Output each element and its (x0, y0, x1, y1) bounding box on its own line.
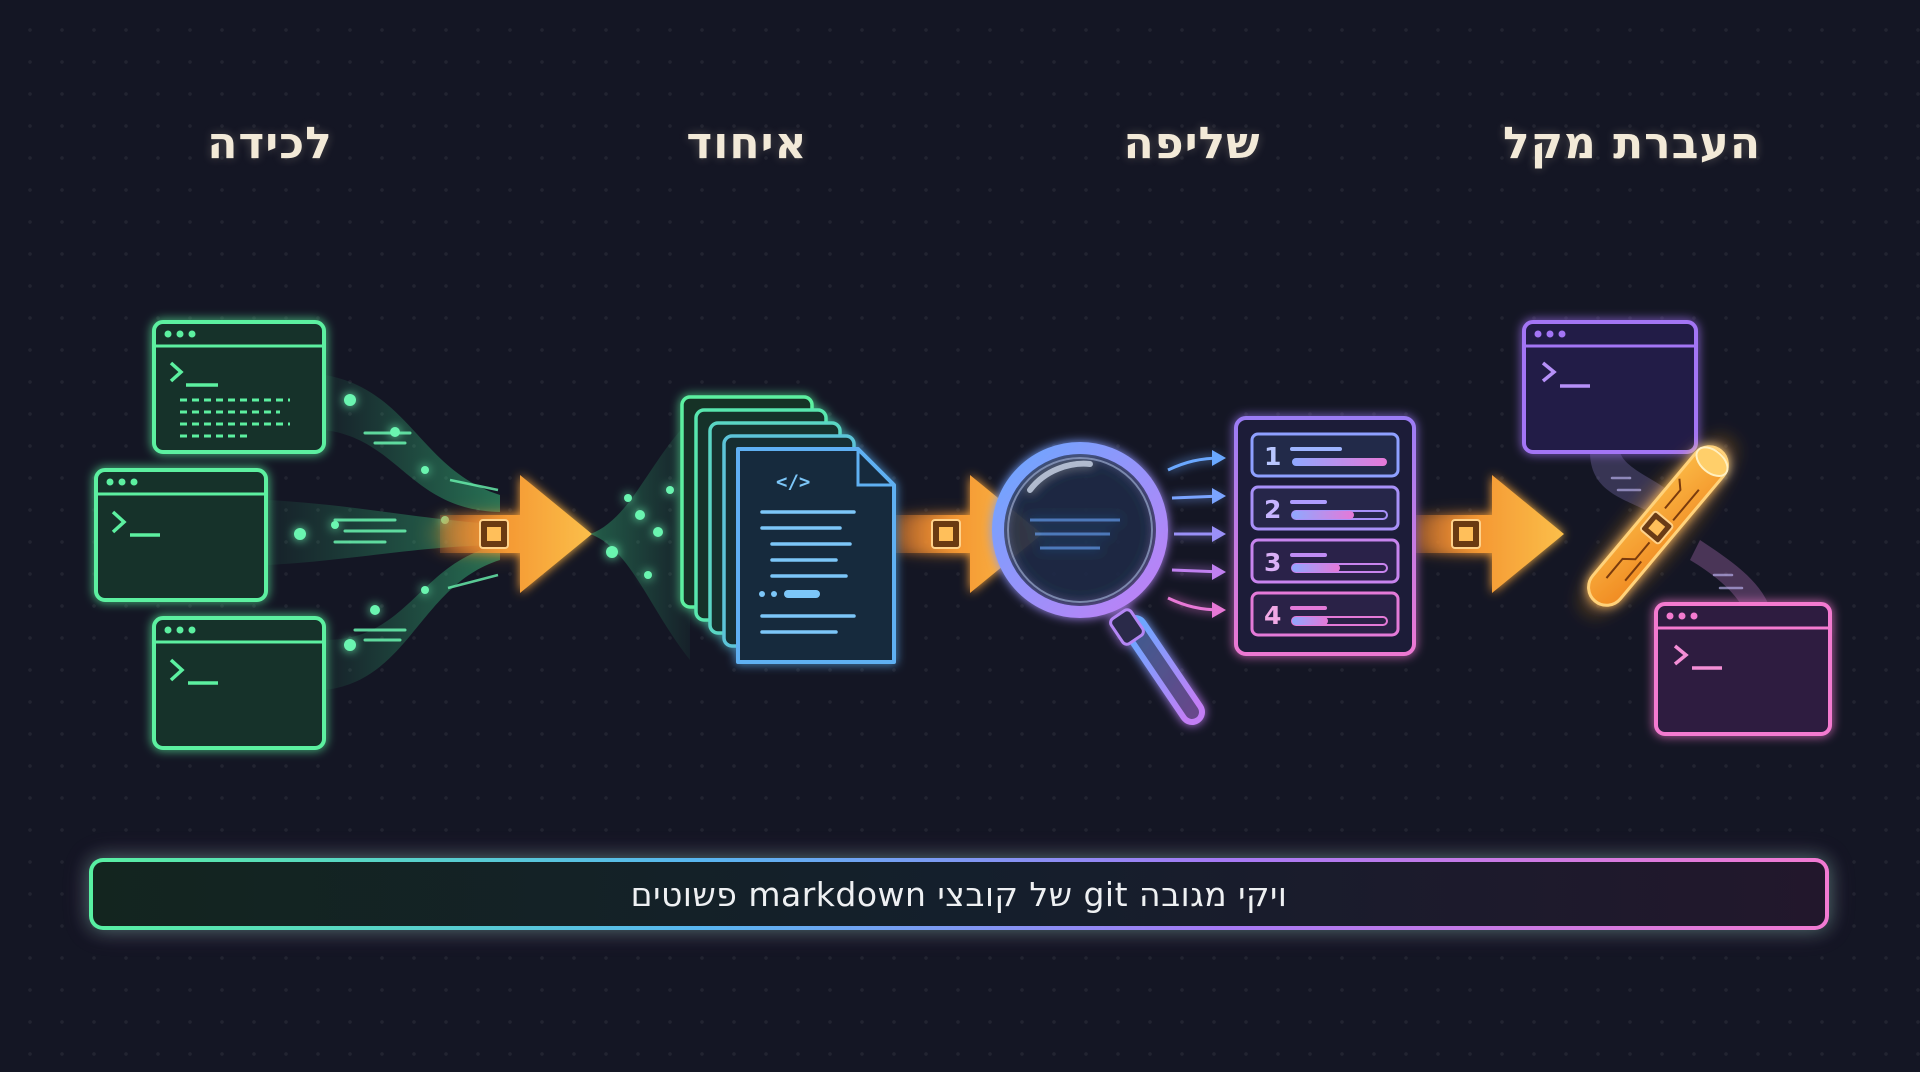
terminal-window-icon (94, 468, 268, 602)
stage-title-consolidate: איחוד (686, 118, 808, 169)
chip-arrow-icon (430, 475, 592, 593)
footer-text: ויקי מגובה git של קובצי markdown פשוטים (630, 874, 1288, 914)
terminal-window-icon (152, 320, 326, 454)
rank-number: 3 (1264, 548, 1281, 577)
stage-title-retrieve: שליפה (1123, 118, 1261, 169)
capture-stage (94, 320, 510, 750)
terminal-window-icon (1522, 320, 1698, 454)
ranked-list-icon (1234, 416, 1416, 656)
terminal-window-icon (152, 616, 326, 750)
stage-title-handoff: העברת מקל (1502, 118, 1762, 169)
document-stack-icon (680, 395, 896, 664)
chip-arrow-icon (1410, 475, 1564, 593)
handoff-stage (1522, 320, 1832, 736)
magnifier-icon (992, 442, 1205, 725)
rank-number: 4 (1264, 601, 1281, 630)
consolidate-flow (590, 420, 690, 660)
stage-title-capture: לכידה (207, 118, 333, 169)
terminal-window-icon (1654, 602, 1832, 736)
consolidate-stage: </> (590, 395, 896, 664)
footer-banner: ויקי מגובה git של קובצי markdown פשוטים (89, 858, 1829, 930)
retrieve-stage: 1 2 3 4 (992, 416, 1416, 725)
capture-flow-top (325, 375, 500, 512)
capture-flow-bottom (325, 545, 500, 690)
rank-number: 2 (1264, 495, 1281, 524)
baton-icon (1585, 440, 1731, 612)
rank-number: 1 (1264, 442, 1281, 471)
code-tag-label: </> (776, 471, 810, 493)
